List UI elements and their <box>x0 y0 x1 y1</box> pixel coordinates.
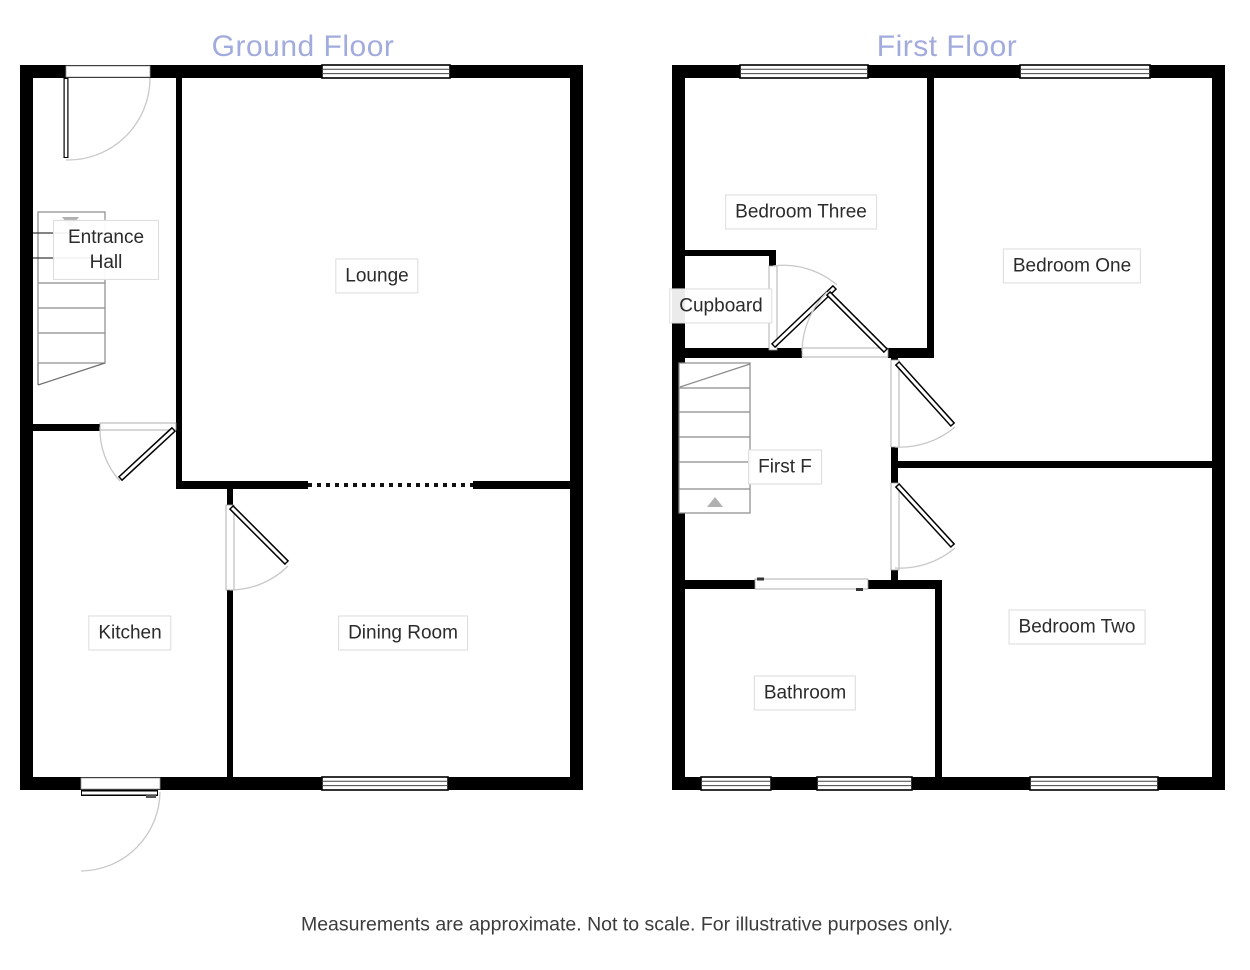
room-label-bedroom-three: Bedroom Three <box>725 194 877 230</box>
stairs-direction-arrow-up-icon <box>707 497 723 507</box>
kitchen-dining-door <box>225 504 290 591</box>
ground-floor-title: Ground Floor <box>211 30 395 63</box>
window-lounge-front <box>321 64 451 79</box>
room-label-bedroom-two: Bedroom Two <box>1008 609 1146 645</box>
window-bathroom-left <box>700 776 772 791</box>
first-floor-plan <box>672 64 1225 791</box>
front-door <box>63 65 151 161</box>
bathroom-doorway <box>754 577 869 591</box>
window-bedroom-three <box>739 64 869 79</box>
room-label-dining-room: Dining Room <box>338 615 468 651</box>
first-floor-windows <box>700 64 1159 791</box>
hall-kitchen-door <box>99 422 177 482</box>
kitchen-back-door <box>80 777 161 872</box>
room-label-lounge: Lounge <box>335 258 419 294</box>
room-label-bedroom-one: Bedroom One <box>1002 248 1142 284</box>
ground-floor-plan <box>20 64 583 872</box>
first-floor-stairs <box>678 362 751 514</box>
ground-floor-windows <box>321 64 451 791</box>
room-label-entrance-hall: Entrance Hall <box>53 219 159 281</box>
room-label-bathroom: Bathroom <box>753 675 857 711</box>
ground-floor-interior-walls <box>33 78 570 777</box>
bedroom-one-door <box>890 359 956 448</box>
bedroom-three-door <box>801 290 889 358</box>
room-label-kitchen: Kitchen <box>88 615 172 651</box>
room-label-cupboard: Cupboard <box>669 288 773 324</box>
window-bathroom-right <box>816 776 913 791</box>
room-label-landing: First F <box>748 449 822 485</box>
bedroom-two-door <box>890 482 956 571</box>
disclaimer-text: Measurements are approximate. Not to sca… <box>300 913 954 936</box>
first-floor-interior-walls <box>685 78 1212 777</box>
window-dining-rear <box>321 776 449 791</box>
first-floor-title: First Floor <box>876 30 1018 63</box>
window-bedroom-two <box>1029 776 1159 791</box>
window-bedroom-one <box>1019 64 1151 79</box>
cupboard-door <box>768 264 838 351</box>
